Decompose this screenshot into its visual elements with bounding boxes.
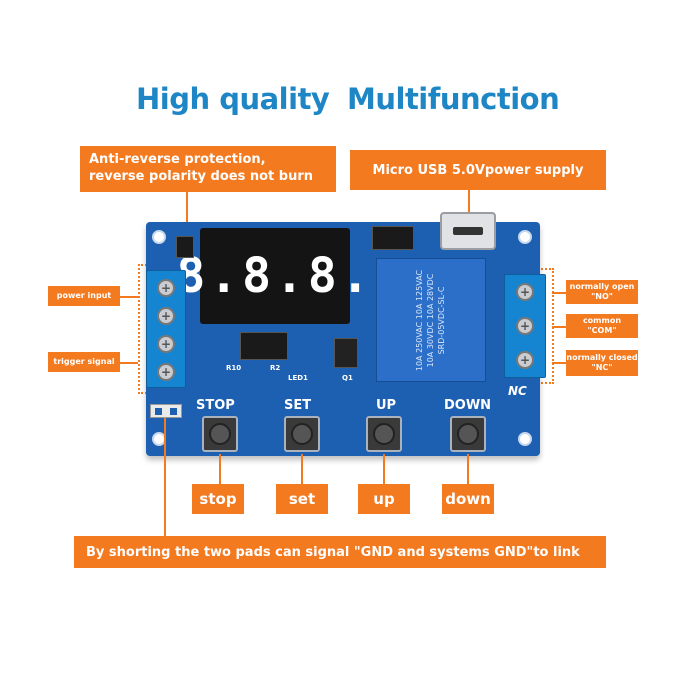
headline-multifunction: Multifunction <box>347 82 560 116</box>
no-connector <box>552 292 566 294</box>
anti-reverse-line1: Anti-reverse protection, <box>89 152 266 167</box>
silk-nc: NC <box>508 384 527 398</box>
terminal-screw: + <box>516 351 534 369</box>
trigger-signal-connector <box>120 362 138 364</box>
common-code: "COM" <box>587 326 617 335</box>
micro-usb-port <box>440 212 496 250</box>
silk-led1: LED1 <box>288 374 308 382</box>
usb-callout-label: Micro USB 5.0Vpower supply <box>372 162 584 178</box>
common-label: common <box>582 316 622 325</box>
stop-label-text: stop <box>199 490 237 508</box>
mount-hole <box>518 432 532 446</box>
regulator-chip <box>372 226 414 250</box>
transistor-q1 <box>334 338 358 368</box>
relay-model: SRD-05VDC-SL-C <box>437 286 447 354</box>
button-cap <box>457 423 479 445</box>
usb-connector <box>468 190 470 212</box>
up-pushbutton <box>366 416 402 452</box>
power-input-label: power input <box>56 291 112 300</box>
usb-callout: Micro USB 5.0Vpower supply <box>350 150 606 190</box>
common-callout: common "COM" <box>566 314 638 338</box>
button-cap <box>373 423 395 445</box>
normally-open-code: "NO" <box>591 292 613 301</box>
stop-connector <box>219 454 221 484</box>
terminal-screw: + <box>157 279 175 297</box>
mount-hole <box>518 230 532 244</box>
headline-high-quality: High quality <box>136 82 330 116</box>
trigger-signal-label: trigger signal <box>53 357 115 366</box>
silk-r2: R2 <box>270 364 281 372</box>
relay-terminal-block: + + + <box>504 274 546 378</box>
relay-rating-line2: 10A 30VDC 10A 28VDC <box>426 273 436 367</box>
anti-reverse-line2: reverse polarity does not burn <box>89 169 314 184</box>
terminal-screw: + <box>516 317 534 335</box>
down-label-text: down <box>445 490 491 508</box>
relay-component: 10A 250VAC 10A 125VAC 10A 30VDC 10A 28VD… <box>376 258 486 382</box>
silk-up: UP <box>376 398 397 413</box>
power-input-connector <box>120 296 138 298</box>
anti-reverse-callout: Anti-reverse protection, reverse polarit… <box>80 146 336 192</box>
terminal-screw: + <box>157 363 175 381</box>
set-label-text: set <box>288 490 316 508</box>
set-pushbutton <box>284 416 320 452</box>
down-label: down <box>442 484 494 514</box>
pad <box>170 407 177 415</box>
button-cap <box>209 423 231 445</box>
set-label: set <box>276 484 328 514</box>
nc-connector <box>552 362 566 364</box>
seven-segment-display: 8.8.8. <box>176 228 370 324</box>
terminal-screw: + <box>157 307 175 325</box>
down-connector <box>467 454 469 484</box>
silk-r10: R10 <box>226 364 242 372</box>
pad-connector <box>164 418 166 536</box>
anti-reverse-connector <box>186 192 188 236</box>
normally-closed-code: "NC" <box>591 363 613 372</box>
usb-slot <box>453 227 483 235</box>
trigger-signal-callout: trigger signal <box>48 352 120 372</box>
stop-label: stop <box>192 484 244 514</box>
up-connector <box>383 454 385 484</box>
bottom-note-text: By shorting the two pads can signal "GND… <box>86 544 580 560</box>
up-label: up <box>358 484 410 514</box>
normally-open-callout: normally open "NO" <box>566 280 638 304</box>
display-digits: 8.8.8. <box>176 248 374 304</box>
relay-rating-line1: 10A 250VAC 10A 125VAC <box>415 269 425 371</box>
up-label-text: up <box>373 490 395 508</box>
protection-diode <box>176 236 194 258</box>
bottom-note: By shorting the two pads can signal "GND… <box>74 536 606 568</box>
optocoupler-chip <box>240 332 288 360</box>
silk-down: DOWN <box>444 398 492 413</box>
button-cap <box>291 423 313 445</box>
stop-pushbutton <box>202 416 238 452</box>
input-terminal-block: + + + + <box>146 270 186 388</box>
down-pushbutton <box>450 416 486 452</box>
normally-closed-label: normally closed <box>566 353 638 362</box>
normally-closed-callout: normally closed "NC" <box>566 350 638 376</box>
set-connector <box>301 454 303 484</box>
silk-stop: STOP <box>196 398 235 413</box>
terminal-screw: + <box>157 335 175 353</box>
com-connector <box>552 326 566 328</box>
mount-hole <box>152 230 166 244</box>
relay-markings: 10A 250VAC 10A 125VAC 10A 30VDC 10A 28VD… <box>414 269 447 370</box>
power-input-callout: power input <box>48 286 120 306</box>
pad <box>155 407 162 415</box>
silk-q1: Q1 <box>342 374 353 382</box>
ground-pads <box>150 404 182 418</box>
silk-set: SET <box>284 398 312 413</box>
normally-open-label: normally open <box>569 282 635 291</box>
terminal-screw: + <box>516 283 534 301</box>
